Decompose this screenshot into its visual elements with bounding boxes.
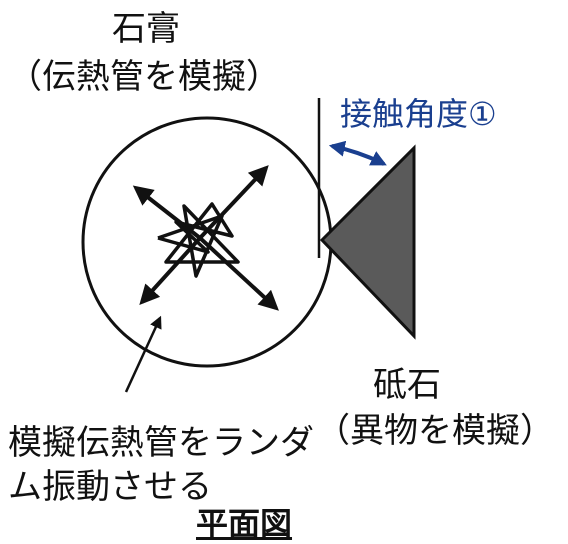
gypsum-label: 石膏 xyxy=(112,9,180,49)
vibration-arrow-lower-right xyxy=(198,236,279,311)
vibration-arrow-upper-right xyxy=(198,165,269,240)
leader-line xyxy=(124,315,162,393)
grindstone-label: 砥石 xyxy=(373,365,441,405)
random-motion-scribble xyxy=(157,202,240,278)
grindstone-sublabel: （異物を模擬） xyxy=(316,411,554,451)
random-vibration-label-line1: 模擬伝熱管をランダ xyxy=(8,423,314,463)
grindstone-triangle xyxy=(319,144,416,340)
contact-angle-arrow xyxy=(328,140,387,166)
random-vibration-label-line2: ム振動させる xyxy=(8,467,212,507)
gypsum-sublabel: （伝熱管を模擬） xyxy=(8,57,280,97)
contact-angle-label: 接触角度① xyxy=(340,95,497,133)
plan-view-title: 平面図 xyxy=(196,505,293,543)
